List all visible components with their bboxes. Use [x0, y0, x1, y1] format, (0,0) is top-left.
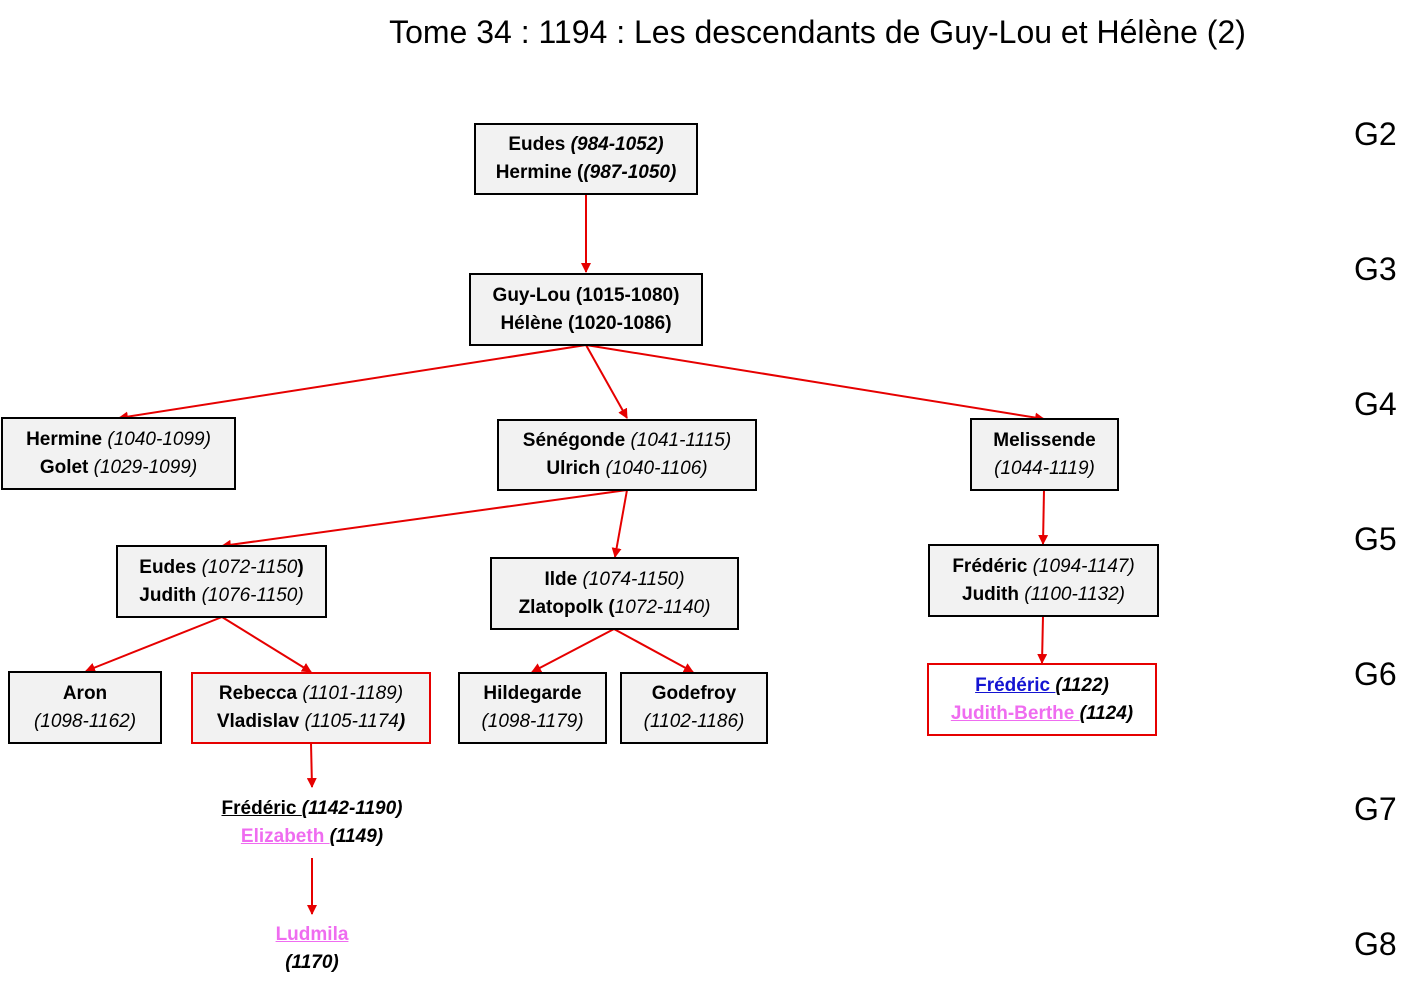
arrow-g3-to-melissende — [585, 344, 1045, 423]
node-line: Hermine (1040-1099) — [26, 428, 211, 450]
node-line: Sénégonde (1041-1115) — [522, 430, 732, 451]
node-frederic-elizabeth: Frédéric (1142-1190) Elizabeth (1149) — [192, 795, 432, 851]
generation-label-g2: G2 — [1354, 116, 1397, 152]
generation-label-g6: G6 — [1354, 656, 1397, 692]
node-line: Hildegarde — [483, 683, 582, 704]
node-line: Elizabeth (1149) — [240, 826, 384, 847]
node-line: Golet (1029-1099) — [39, 456, 198, 478]
generation-label-g7: G7 — [1354, 791, 1397, 827]
node-line: Judith-Berthe (1124) — [950, 702, 1134, 724]
generation-label-g3: G3 — [1354, 251, 1397, 287]
node-line: Judith (1076-1150) — [139, 584, 304, 606]
node-line: (1170) — [285, 952, 339, 973]
node-line: Judith (1100-1132) — [962, 583, 1125, 605]
node-eudes-hermine: Eudes (984-1052) Hermine ((987-1050) — [474, 123, 698, 195]
node-line: (1098-1162) — [33, 710, 137, 732]
node-ludmila: Ludmila (1170) — [232, 921, 392, 977]
node-line: Zlatopolk (1072-1140) — [518, 596, 711, 618]
node-ilde-zlatopolk: Ilde (1074-1150) Zlatopolk (1072-1140) — [490, 557, 739, 630]
node-line: Guy-Lou (1015-1080) — [492, 284, 680, 306]
node-line: Hélène (1020-1086) — [500, 312, 672, 334]
node-eudes-judith: Eudes (1072-1150) Judith (1076-1150) — [116, 545, 327, 618]
node-line: Godefroy — [651, 683, 737, 704]
node-line: Eudes (1072-1150) — [139, 556, 304, 578]
node-aron: Aron (1098-1162) — [8, 671, 162, 744]
node-line: (1102-1186) — [643, 711, 745, 732]
node-frederic-judith: Frédéric (1094-1147) Judith (1100-1132) — [928, 544, 1159, 617]
arrow-ilde-to-godefroy — [613, 628, 694, 673]
node-line: (1098-1179) — [481, 711, 584, 732]
generation-label-g5: G5 — [1354, 521, 1397, 557]
arrow-rebecca-to-frederic-elizabeth — [306, 742, 317, 788]
node-line: Hermine ((987-1050) — [495, 162, 677, 183]
node-line: Ilde (1074-1150) — [544, 568, 685, 590]
arrow-senegonde-to-eudes-judith — [221, 489, 628, 550]
page-title: Tome 34 : 1194 : Les descendants de Guy-… — [389, 14, 1246, 50]
generation-label-g8: G8 — [1354, 926, 1397, 962]
arrow-eudes-to-rebecca-vladislav — [221, 616, 312, 673]
arrow-ilde-to-hildegarde — [531, 628, 615, 673]
arrow-g3-to-hermine-golet — [118, 344, 587, 422]
node-line: Rebecca (1101-1189) — [218, 683, 404, 704]
node-senegonde-ulrich: Sénégonde (1041-1115) Ulrich (1040-1106) — [497, 419, 757, 491]
node-melissende: Melissende (1044-1119) — [970, 418, 1119, 491]
node-frederic-judithberthe: Frédéric (1122) Judith-Berthe (1124) — [927, 663, 1157, 736]
node-line: Frédéric (1142-1190) — [221, 798, 403, 819]
arrow-eudes-to-aron — [85, 616, 223, 673]
node-godefroy: Godefroy (1102-1186) — [620, 672, 768, 744]
node-line: Vladislav (1105-1174) — [216, 711, 406, 732]
arrow-g3-to-senegonde-ulrich — [585, 344, 628, 419]
node-line: Ludmila — [275, 924, 349, 945]
node-hermine-golet: Hermine (1040-1099) Golet (1029-1099) — [1, 417, 236, 490]
node-rebecca-vladislav: Rebecca (1101-1189) Vladislav (1105-1174… — [191, 672, 431, 744]
node-line: Ulrich (1040-1106) — [546, 458, 708, 479]
node-line: (1044-1119) — [994, 457, 1095, 479]
node-guylou-helene: Guy-Lou (1015-1080) Hélène (1020-1086) — [469, 273, 703, 346]
node-line: Frédéric (1094-1147) — [952, 555, 1135, 577]
arrow-senegonde-to-ilde-zlatopolk — [611, 489, 628, 558]
arrow-melissende-to-frederic-judith — [1038, 489, 1049, 545]
node-line: Aron — [62, 682, 108, 704]
node-line: Melissende — [993, 429, 1096, 451]
node-line: Frédéric (1122) — [975, 674, 1109, 696]
node-hildegarde: Hildegarde (1098-1179) — [458, 672, 607, 744]
node-line: Eudes (984-1052) — [508, 134, 664, 155]
generation-label-g4: G4 — [1354, 386, 1397, 422]
arrow-frederic-to-frederic-judithberthe — [1037, 615, 1048, 664]
